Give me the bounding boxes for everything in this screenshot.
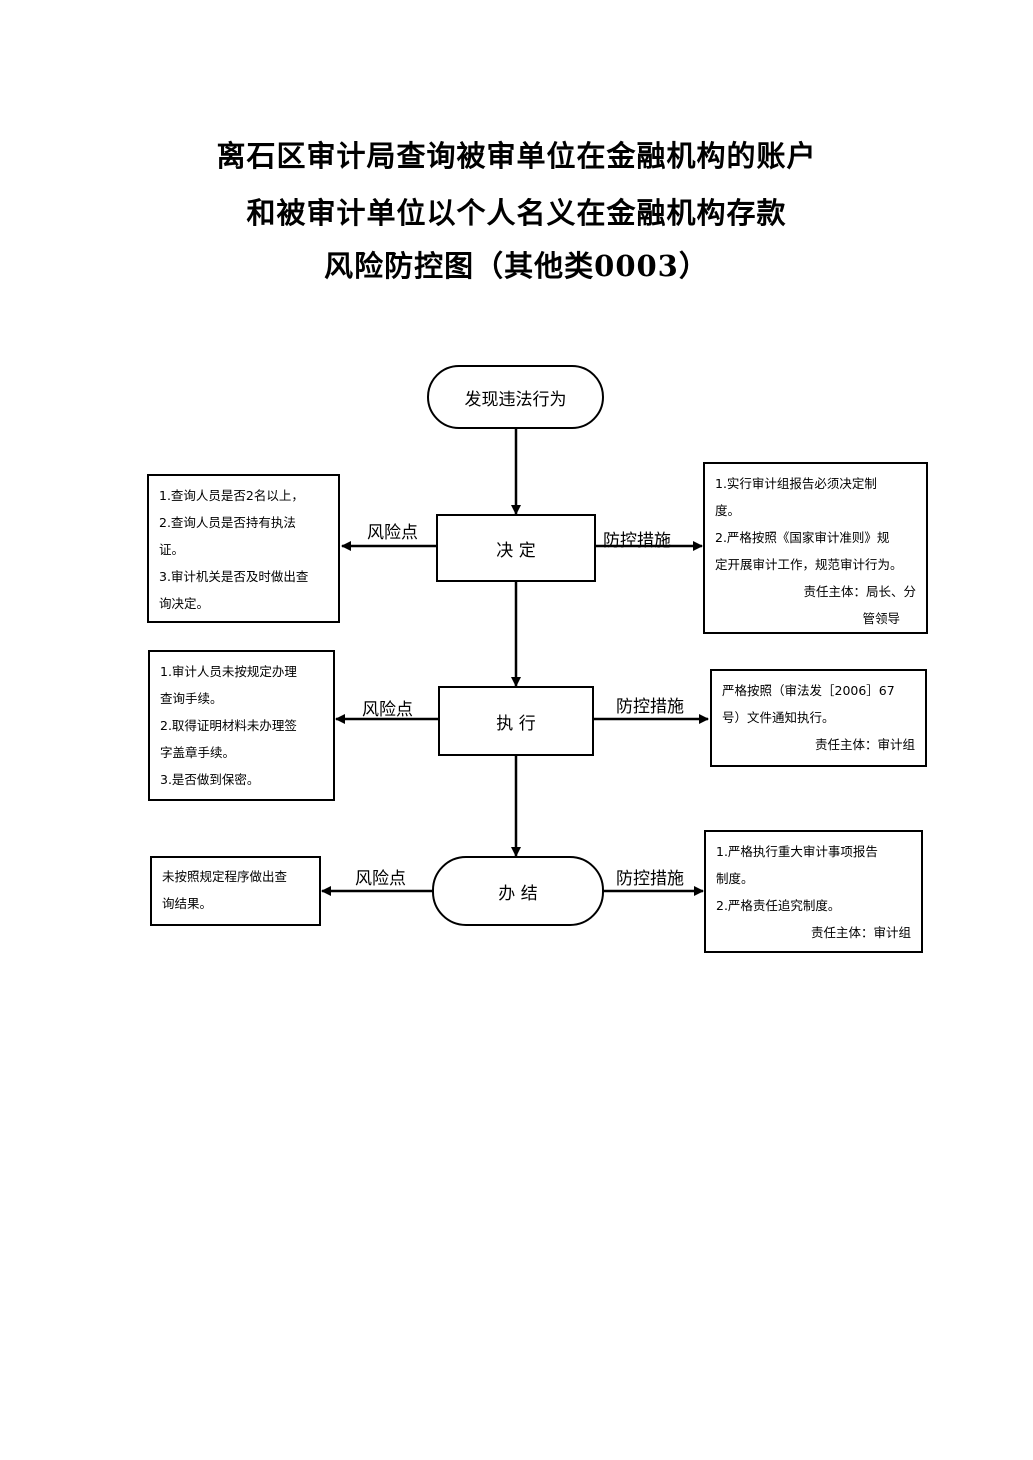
node-decide: 决 定 xyxy=(436,514,596,582)
control-label-finish: 防控措施 xyxy=(616,869,684,889)
control-box-decide: 1.实行审计组报告必须决定制 度。 2.严格按照《国家审计准则》规 定开展审计工… xyxy=(703,462,928,634)
control-label-execute: 防控措施 xyxy=(616,697,684,717)
node-execute-label: 执 行 xyxy=(496,713,536,734)
node-execute: 执 行 xyxy=(438,686,594,756)
node-start-label: 发现违法行为 xyxy=(464,389,567,410)
control-box-execute: 严格按照（审法发［2006］67 号）文件通知执行。 责任主体：审计组 xyxy=(710,669,927,767)
risk-label-finish: 风险点 xyxy=(355,869,406,889)
control-execute-owner: 责任主体：审计组 xyxy=(814,737,915,752)
risk-execute-line-2: 查询手续。 xyxy=(160,691,223,706)
title-line-1: 离石区审计局查询被审单位在金融机构的账户 xyxy=(216,139,817,173)
risk-decide-line-1: 1.查询人员是否2名以上， xyxy=(159,488,304,503)
risk-decide-line-3: 证。 xyxy=(159,542,185,557)
node-finish: 办 结 xyxy=(432,856,604,926)
node-decide-label: 决 定 xyxy=(496,540,536,561)
control-label-decide: 防控措施 xyxy=(603,531,671,551)
risk-decide-line-4: 3.审计机关是否及时做出查 xyxy=(159,569,309,584)
control-finish-line-2: 制度。 xyxy=(716,871,754,886)
risk-box-finish: 未按照规定程序做出查 询结果。 xyxy=(150,856,321,926)
control-decide-owner-2: 管领导 xyxy=(862,611,900,626)
node-start: 发现违法行为 xyxy=(427,365,604,429)
risk-execute-line-4: 字盖章手续。 xyxy=(160,745,236,760)
control-execute-line-1: 严格按照（审法发［2006］67 xyxy=(722,683,895,698)
risk-box-decide: 1.查询人员是否2名以上， 2.查询人员是否持有执法 证。 3.审计机关是否及时… xyxy=(147,474,340,623)
control-decide-line-4: 定开展审计工作，规范审计行为。 xyxy=(715,557,903,572)
control-decide-owner-1: 责任主体：局长、分 xyxy=(803,584,916,599)
risk-decide-line-5: 询决定。 xyxy=(159,596,210,611)
risk-execute-line-5: 3.是否做到保密。 xyxy=(160,772,260,787)
control-finish-owner: 责任主体：审计组 xyxy=(810,925,911,940)
title-line-2: 和被审计单位以个人名义在金融机构存款 xyxy=(246,196,787,230)
control-decide-line-2: 度。 xyxy=(715,503,741,518)
risk-box-execute: 1.审计人员未按规定办理 查询手续。 2.取得证明材料未办理签 字盖章手续。 3… xyxy=(148,650,335,801)
node-finish-label: 办 结 xyxy=(498,883,538,904)
title-line-3: 风险防控图（其他类0003） xyxy=(324,249,709,283)
control-decide-line-1: 1.实行审计组报告必须决定制 xyxy=(715,476,877,491)
risk-label-execute: 风险点 xyxy=(362,700,413,720)
control-finish-line-1: 1.严格执行重大审计事项报告 xyxy=(716,844,878,859)
risk-finish-line-1: 未按照规定程序做出查 xyxy=(162,869,288,884)
control-execute-line-2: 号）文件通知执行。 xyxy=(722,710,835,725)
risk-execute-line-1: 1.审计人员未按规定办理 xyxy=(160,664,297,679)
risk-finish-line-2: 询结果。 xyxy=(162,896,213,911)
risk-label-decide: 风险点 xyxy=(367,523,418,543)
control-decide-line-3: 2.严格按照《国家审计准则》规 xyxy=(715,530,890,545)
risk-decide-line-2: 2.查询人员是否持有执法 xyxy=(159,515,296,530)
control-finish-line-3: 2.严格责任追究制度。 xyxy=(716,898,841,913)
risk-execute-line-3: 2.取得证明材料未办理签 xyxy=(160,718,297,733)
control-box-finish: 1.严格执行重大审计事项报告 制度。 2.严格责任追究制度。 责任主体：审计组 xyxy=(704,830,923,953)
